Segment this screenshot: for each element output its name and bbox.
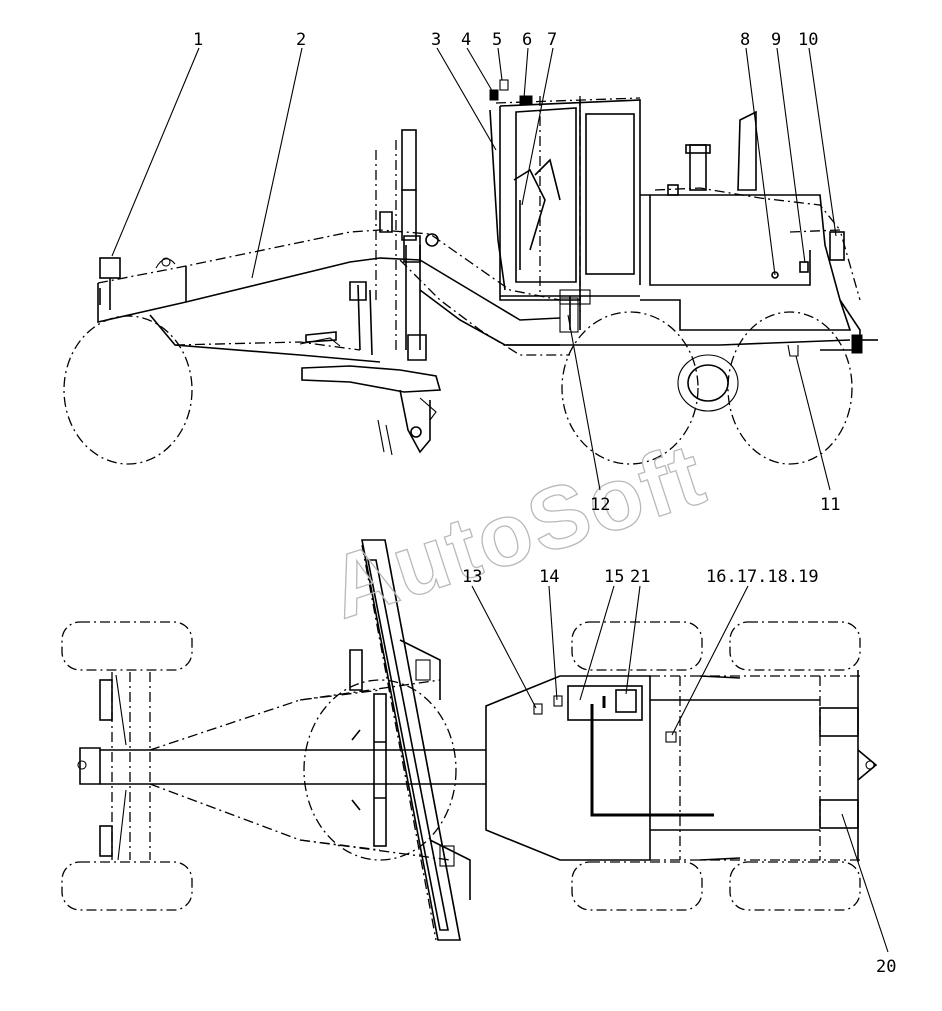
front-right-wheel-top (61, 861, 193, 911)
component-12 (559, 297, 579, 333)
callout-5: 5 (492, 30, 502, 50)
cab (489, 79, 641, 312)
callout-labels: 1 2 3 4 5 6 7 8 9 10 11 12 13 14 15 21 1… (193, 30, 896, 977)
callout-9: 9 (771, 30, 781, 50)
rear-wheel-top-4 (729, 861, 861, 911)
rear-wheel-1-side (561, 311, 699, 465)
rear-wheel-top-1 (571, 621, 703, 671)
rear-counterweight-2 (819, 799, 859, 829)
callout-2: 2 (296, 30, 306, 50)
callout-10: 10 (798, 30, 818, 50)
top-frame (100, 670, 878, 862)
callout-12: 12 (590, 495, 610, 515)
callout-11: 11 (820, 495, 840, 515)
callout-20: 20 (876, 957, 896, 977)
rear-counterweight-1 (819, 707, 859, 737)
console-15 (567, 685, 643, 721)
callout-1: 1 (193, 30, 203, 50)
callout-6: 6 (522, 30, 532, 50)
callout-16-19: 16.17.18.19 (706, 567, 819, 587)
side-view (63, 79, 878, 465)
front-left-wheel-top (61, 621, 193, 671)
callout-4: 4 (461, 30, 471, 50)
front-axle (77, 672, 151, 861)
callout-21: 21 (630, 567, 650, 587)
rear-wheel-2-side (727, 311, 853, 465)
front-wheel-side (63, 315, 193, 465)
callout-leaders (111, 47, 889, 953)
tandem-hub (687, 364, 729, 402)
rear-wheel-top-2 (729, 621, 861, 671)
engine-compartment (506, 110, 878, 357)
component-13 (533, 703, 543, 715)
blade-top (299, 539, 471, 941)
watermark-text: AutoSoft (318, 423, 717, 637)
main-frame (97, 229, 570, 363)
callout-3: 3 (431, 30, 441, 50)
blade-side (301, 331, 442, 456)
callout-7: 7 (547, 30, 557, 50)
lift-cylinder-assembly (349, 129, 427, 361)
component-14 (553, 695, 563, 707)
callout-8: 8 (740, 30, 750, 50)
circle-turntable (303, 679, 457, 861)
callout-14: 14 (539, 567, 559, 587)
rear-component-10 (829, 231, 845, 261)
front-component-1 (99, 257, 121, 279)
callout-15: 15 (604, 567, 624, 587)
component-16-19 (665, 731, 677, 743)
top-view (61, 539, 878, 941)
callout-13: 13 (462, 567, 482, 587)
rear-wheel-top-3 (571, 861, 703, 911)
